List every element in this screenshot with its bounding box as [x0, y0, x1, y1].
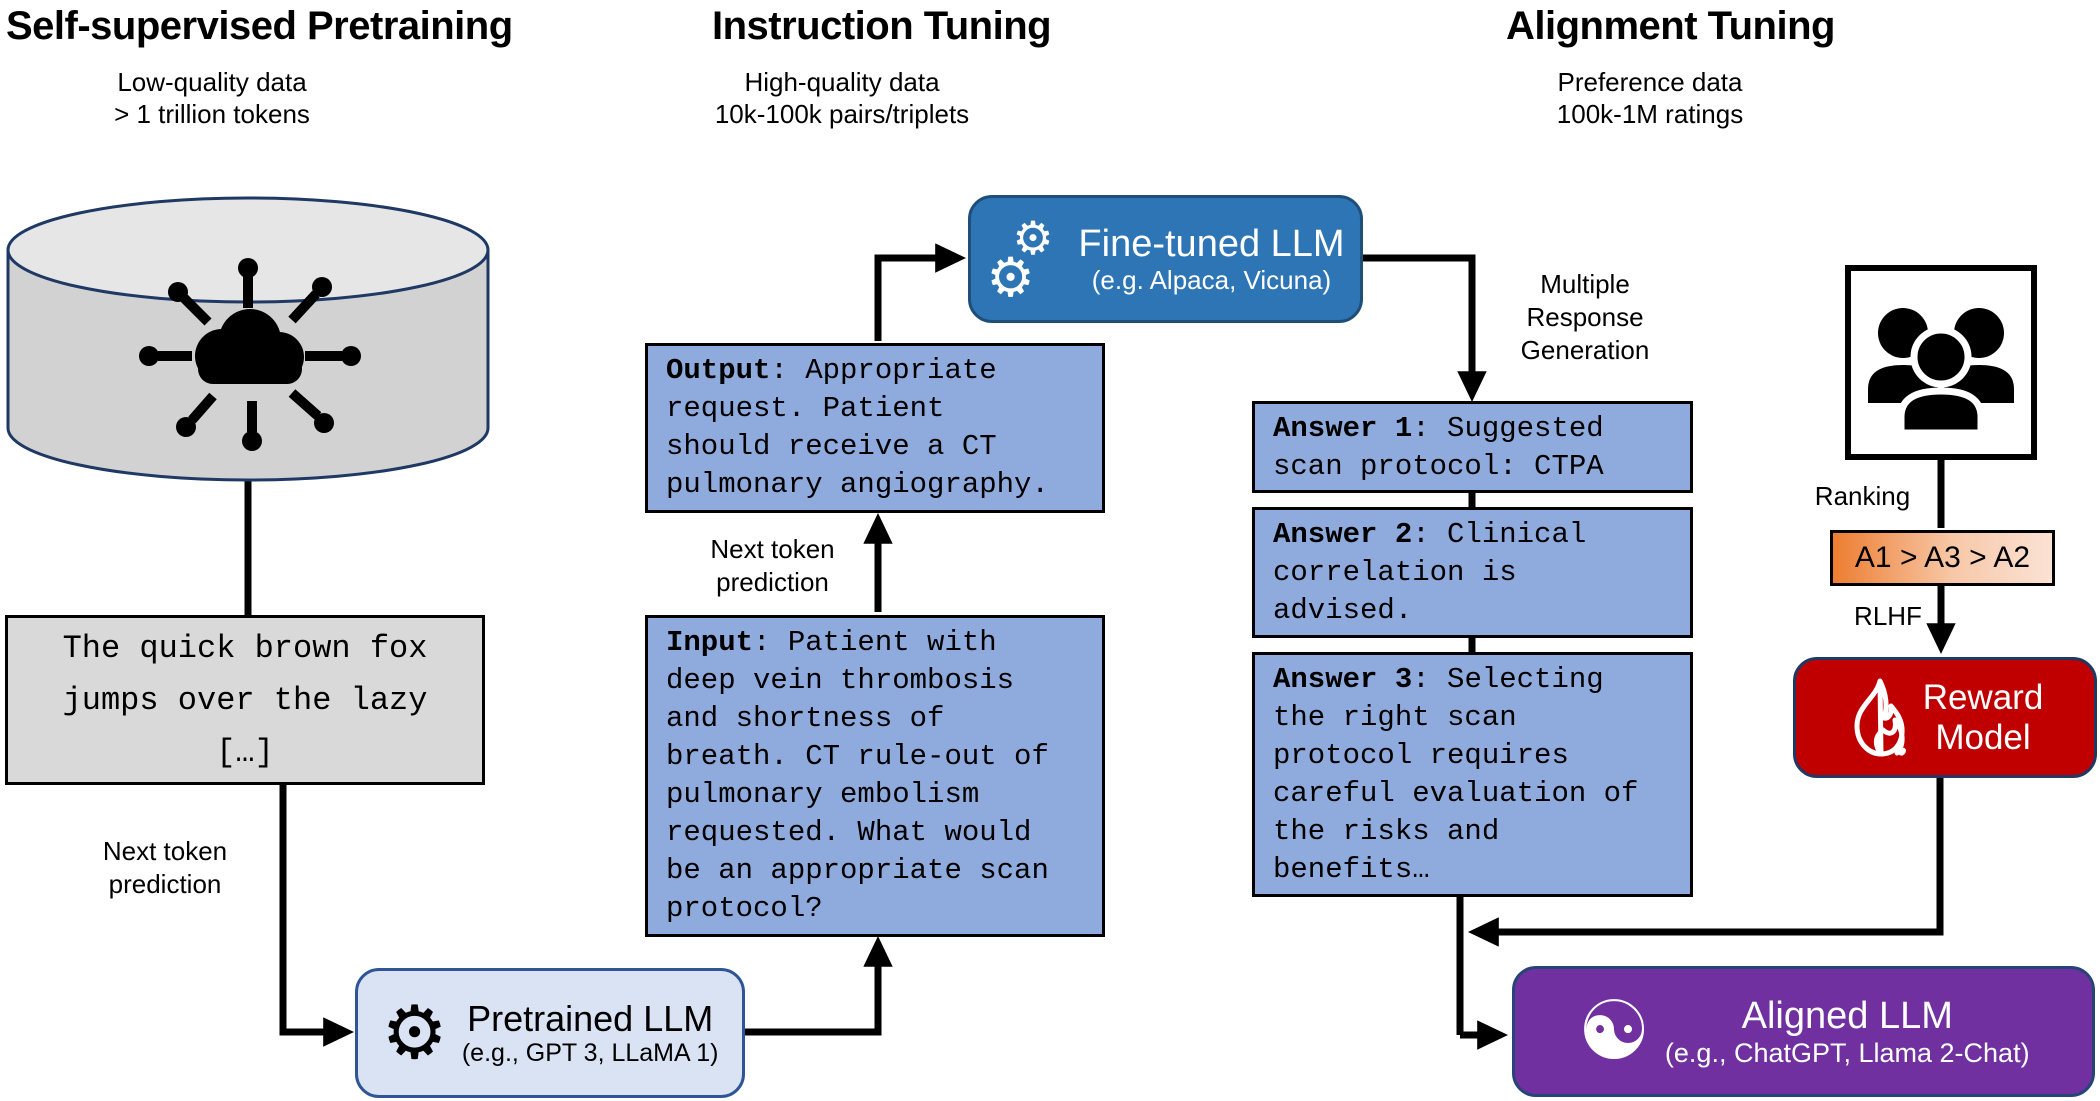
answer1-label: Answer 1 — [1273, 412, 1413, 445]
aligned-llm-title: Aligned LLM — [1741, 995, 1953, 1038]
next-token-prediction-label-pretraining: Next token prediction — [102, 836, 228, 899]
output-example-box: Output: Appropriate request. Patient sho… — [645, 343, 1105, 513]
cloud-network-icon — [139, 258, 361, 451]
answer3-label: Answer 3 — [1273, 663, 1413, 696]
answer3-box: Answer 3: Selecting the right scan proto… — [1252, 652, 1693, 897]
aligned-llm-subtitle: (e.g., ChatGPT, Llama 2-Chat) — [1664, 1037, 2030, 1068]
rlhf-label: RLHF — [1854, 601, 1922, 631]
reward-model-node: Reward Model — [1793, 657, 2097, 778]
answer1-box: Answer 1: Suggested scan protocol: CTPA — [1252, 401, 1693, 493]
gear-icon: ⚙ — [381, 990, 448, 1076]
ranking-order-box: A1 > A3 > A2 — [1830, 530, 2055, 586]
input-text: : Patient with deep vein thrombosis and … — [666, 626, 1049, 925]
fine-tuned-llm-subtitle: (e.g. Alpaca, Vicuna) — [1091, 264, 1332, 295]
pretraining-column-subtitle: Low-quality data > 1 trillion tokens — [114, 67, 310, 129]
instruction-column-subtitle: High-quality data 10k-100k pairs/triplet… — [714, 67, 970, 129]
next-token-prediction-label-instruction: Next token prediction — [710, 534, 835, 597]
corpus-sample-box: The quick brown fox jumps over the lazy … — [5, 615, 485, 785]
flame-icon — [1854, 678, 1906, 756]
answer1-text: : Suggested scan protocol: CTPA — [1273, 412, 1604, 483]
alignment-column-title: Alignment Tuning — [1506, 4, 1835, 48]
input-label: Input — [666, 626, 754, 659]
fine-tuned-llm-node: ⚙ ⚙ Fine-tuned LLM (e.g. Alpaca, Vicuna) — [968, 195, 1363, 323]
pretrained-llm-node: ⚙ Pretrained LLM (e.g., GPT 3, LLaMA 1) — [355, 968, 745, 1098]
aligned-llm-node: ☯ Aligned LLM (e.g., ChatGPT, Llama 2-Ch… — [1512, 966, 2095, 1097]
pretraining-column-title: Self-supervised Pretraining — [6, 4, 513, 48]
connector-finetuned-to-answer1 — [1362, 254, 1487, 402]
database-cylinder-icon — [6, 196, 490, 482]
connector-output-to-finetuned — [874, 243, 966, 341]
output-label: Output — [666, 354, 771, 387]
fine-tuned-llm-title: Fine-tuned LLM — [1078, 223, 1345, 266]
reward-model-title: Reward Model — [1922, 678, 2044, 757]
instruction-column-title: Instruction Tuning — [712, 4, 1052, 48]
multiple-response-generation-label: Multiple Response Generation — [1520, 269, 1650, 365]
people-group-icon — [1868, 308, 2014, 437]
input-example-box: Input: Patient with deep vein thrombosis… — [645, 615, 1105, 937]
ranking-label: Ranking — [1814, 481, 1911, 511]
alignment-column-subtitle: Preference data 100k-1M ratings — [1556, 67, 1744, 129]
answer2-label: Answer 2 — [1273, 518, 1413, 551]
connector-sample-to-pretrained — [279, 783, 354, 1047]
connector-pretrained-to-input — [745, 936, 893, 1036]
gears-icon: ⚙ ⚙ — [986, 211, 1054, 309]
answer2-box: Answer 2: Clinical correlation is advise… — [1252, 507, 1693, 638]
answer3-text: : Selecting the right scan protocol requ… — [1273, 663, 1639, 886]
output-text: : Appropriate request. Patient should re… — [666, 354, 1049, 501]
yin-yang-icon: ☯ — [1577, 983, 1651, 1079]
connector-reward-to-junction — [1468, 778, 1944, 947]
pretrained-llm-subtitle: (e.g., GPT 3, LLaMA 1) — [461, 1039, 719, 1068]
pretrained-llm-title: Pretrained LLM — [467, 997, 714, 1039]
answer2-text: : Clinical correlation is advised. — [1273, 518, 1587, 627]
human-annotators-box — [1845, 265, 2037, 460]
